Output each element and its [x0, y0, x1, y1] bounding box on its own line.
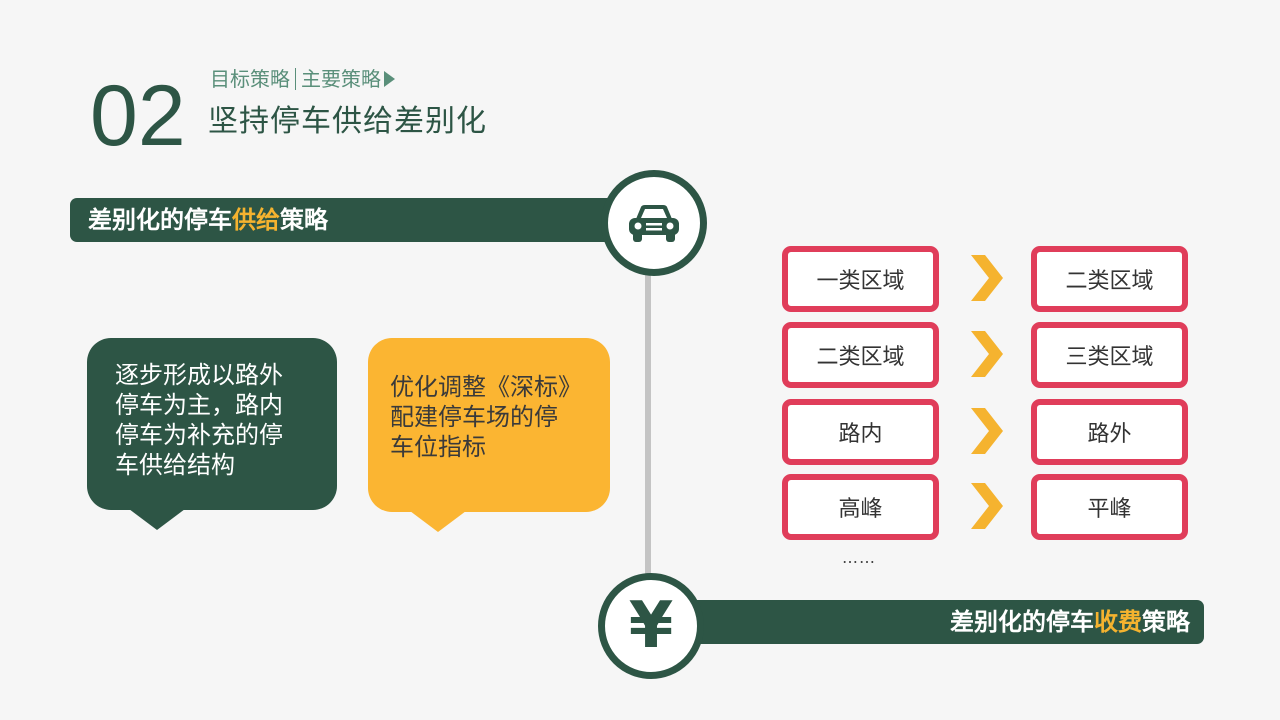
breadcrumb-separator: [295, 68, 296, 90]
breadcrumb-item-goal-strategy[interactable]: 目标策略: [210, 67, 290, 91]
bubble-line: 车供给结构: [115, 451, 235, 479]
transition-to-box: 三类区域: [1031, 322, 1188, 388]
supply-band-suffix: 策略: [280, 206, 328, 234]
transition-to-box: 二类区域: [1031, 246, 1188, 312]
transition-from-box: 路内: [782, 399, 939, 465]
breadcrumb-item-main-strategy[interactable]: 主要策略: [301, 67, 381, 91]
supply-band-highlight: 供给: [232, 206, 280, 234]
play-triangle-icon: [384, 71, 395, 87]
bubble-line: 停车为主，路内: [115, 391, 283, 419]
transition-from-box: 高峰: [782, 474, 939, 540]
yen-icon-badge: ¥: [598, 573, 704, 679]
fee-band-highlight: 收费: [1094, 608, 1142, 636]
chevron-right-icon: [971, 331, 1003, 377]
section-number: 02: [90, 68, 186, 164]
chevron-right-icon: [971, 483, 1003, 529]
transition-from-box: 二类区域: [782, 322, 939, 388]
breadcrumb: 目标策略 主要策略: [210, 64, 395, 94]
supply-structure-bubble: 逐步形成以路外 停车为主，路内 停车为补充的停 车供给结构: [87, 338, 337, 530]
bubble-line: 优化调整《深标》: [390, 373, 582, 401]
transition-to-box: 平峰: [1031, 474, 1188, 540]
car-icon-badge: [601, 170, 707, 276]
transition-from-box: 一类区域: [782, 246, 939, 312]
fee-band-suffix: 策略: [1142, 608, 1190, 636]
more-ellipsis: ……: [842, 548, 876, 567]
page-title: 坚持停车供给差别化: [208, 104, 487, 139]
chevron-right-icon: [971, 255, 1003, 301]
car-icon: [629, 205, 679, 242]
connector-line: [645, 265, 651, 575]
bubble-line: 车位指标: [390, 433, 486, 461]
fee-strategy-band: 差别化的停车收费策略: [650, 600, 1204, 644]
bubble-line: 配建停车场的停: [390, 403, 558, 431]
supply-band-prefix: 差别化的停车: [88, 206, 232, 234]
chevron-right-icon: [971, 408, 1003, 454]
bubble-line: 停车为补充的停: [115, 421, 283, 449]
parking-index-bubble: 优化调整《深标》 配建停车场的停 车位指标: [368, 338, 610, 532]
yen-icon: ¥: [628, 589, 674, 663]
supply-strategy-band: 差别化的停车供给策略: [70, 198, 648, 242]
bubble-line: 逐步形成以路外: [115, 361, 283, 389]
transition-to-box: 路外: [1031, 399, 1188, 465]
fee-band-prefix: 差别化的停车: [950, 608, 1094, 636]
